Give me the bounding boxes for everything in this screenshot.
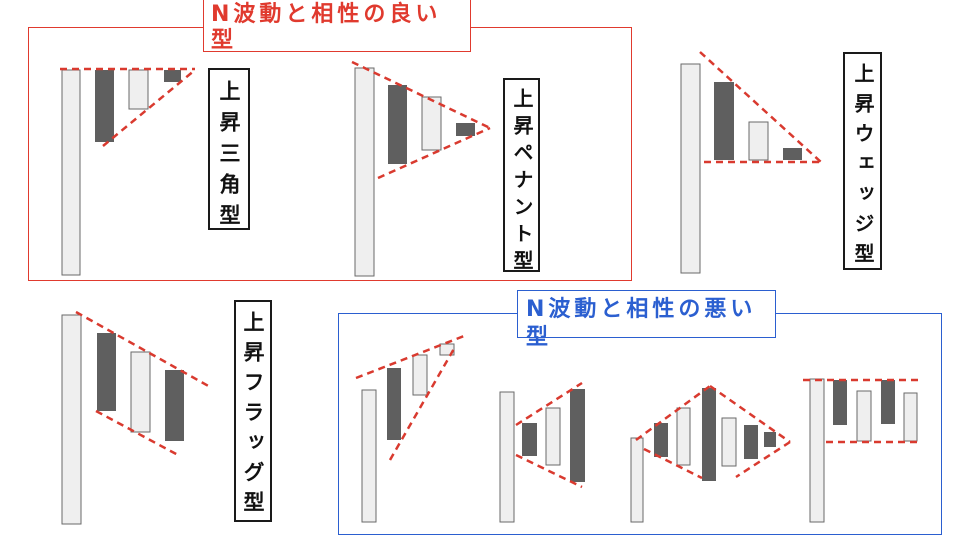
pennant-bar-3 bbox=[456, 123, 475, 136]
broadening-lower-line bbox=[515, 453, 583, 489]
ascending-triangle-label: 上昇三角型 bbox=[208, 68, 250, 230]
diamond-bar-5 bbox=[744, 425, 758, 459]
pennant-bar-1 bbox=[388, 85, 407, 164]
range-pole-bar bbox=[809, 378, 825, 523]
flag-bar-3 bbox=[165, 370, 184, 441]
range-bar-2 bbox=[856, 390, 872, 442]
diamond-bar-6 bbox=[764, 432, 776, 447]
ascending-pennant-pattern bbox=[351, 60, 491, 277]
broadening-pattern bbox=[499, 381, 585, 523]
wedge-bar-1 bbox=[714, 82, 734, 160]
expanding-ascending-pattern bbox=[355, 334, 465, 523]
ascending-flag-label: 上昇フラッグ型 bbox=[234, 300, 272, 522]
range-pattern bbox=[803, 378, 922, 523]
broadening-pole-bar bbox=[499, 391, 515, 523]
triangle-pole-bar bbox=[61, 69, 81, 276]
pennant-lower-line bbox=[377, 126, 491, 180]
diamond-pole-bar bbox=[630, 437, 644, 523]
broadening-upper-line bbox=[515, 381, 583, 427]
ascending-flag-pattern bbox=[61, 310, 213, 525]
ascending-pennant-label: 上昇ペナント型 bbox=[503, 78, 540, 272]
broadening-bar-2 bbox=[545, 407, 561, 466]
diamond-bar-1 bbox=[654, 423, 668, 457]
wedge-bar-3 bbox=[783, 148, 802, 160]
ascending-wedge-label: 上昇ウェッジ型 bbox=[843, 52, 882, 270]
diamond-bar-3 bbox=[702, 388, 716, 481]
triangle-support-line bbox=[102, 69, 196, 147]
expanding-pole-bar bbox=[361, 389, 377, 523]
triangle-bar-1 bbox=[95, 70, 114, 142]
expanding-lower-line bbox=[388, 346, 457, 461]
triangle-bar-2 bbox=[128, 69, 149, 110]
expanding-upper-line bbox=[355, 334, 465, 380]
wedge-pole-bar bbox=[680, 63, 701, 274]
bad-group-title: N波動と相性の悪い型 bbox=[517, 290, 776, 350]
pennant-pole-bar bbox=[354, 67, 375, 277]
wedge-bar-2 bbox=[748, 121, 769, 161]
pennant-upper-line bbox=[351, 60, 491, 130]
expanding-bar-1 bbox=[387, 368, 401, 440]
broadening-bar-1 bbox=[522, 423, 537, 456]
flag-upper-line bbox=[75, 310, 213, 390]
ascending-triangle-pattern bbox=[60, 67, 196, 276]
flag-bar-1 bbox=[97, 333, 116, 411]
range-bar-3 bbox=[881, 380, 895, 424]
good-group-title: N波動と相性の良い型 bbox=[203, 0, 471, 53]
diamond-lower-right-line bbox=[735, 440, 791, 479]
wedge-upper-line bbox=[699, 51, 823, 164]
triangle-bar-3 bbox=[164, 70, 181, 82]
range-bar-1 bbox=[833, 380, 847, 425]
diamond-bar-2 bbox=[676, 407, 691, 466]
pennant-bar-2 bbox=[421, 96, 442, 151]
broadening-bar-3 bbox=[570, 389, 585, 482]
flag-bar-2 bbox=[130, 351, 151, 433]
diamond-upper-left-line bbox=[635, 384, 711, 442]
flag-lower-line bbox=[95, 409, 179, 457]
flag-pole-bar bbox=[61, 314, 82, 525]
diamond-pattern bbox=[630, 384, 791, 523]
diamond-lower-left-line bbox=[643, 447, 703, 480]
ascending-wedge-pattern bbox=[680, 51, 823, 274]
expanding-bar-3 bbox=[439, 343, 455, 356]
diamond-bar-4 bbox=[721, 417, 737, 467]
diamond-upper-right-line bbox=[709, 384, 791, 444]
range-bar-4 bbox=[903, 392, 918, 442]
expanding-bar-2 bbox=[412, 354, 428, 396]
